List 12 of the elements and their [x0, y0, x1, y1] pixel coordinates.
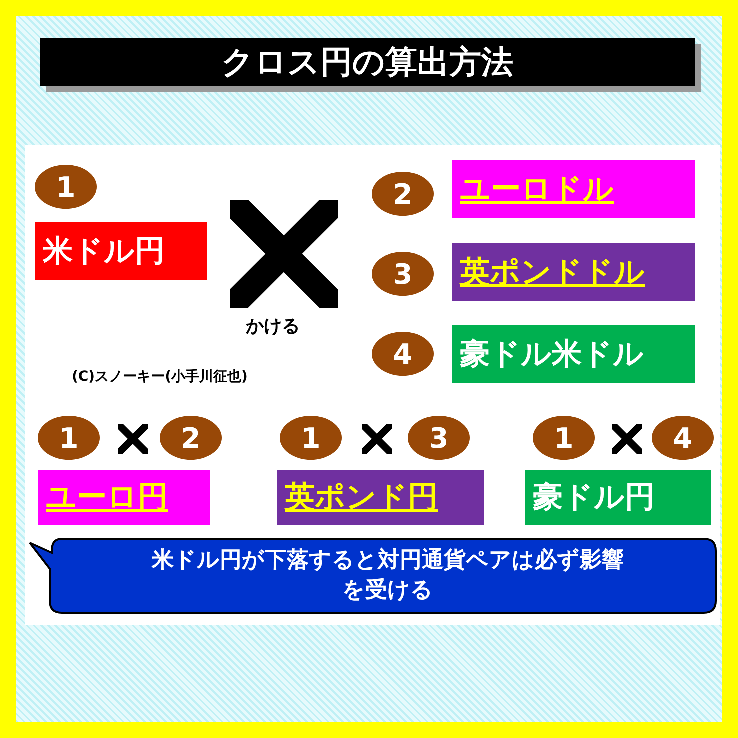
- currency-box: 豪ドル米ドル: [452, 325, 695, 383]
- title-banner: クロス円の算出方法: [40, 38, 695, 86]
- currency-box: 豪ドル円: [525, 470, 711, 525]
- currency-box: 英ポンド円: [277, 470, 484, 525]
- currency-box: 米ドル円: [35, 222, 207, 280]
- bubble-text: 米ドル円が下落すると対円通貨ペアは必ず影響を受ける: [150, 546, 625, 605]
- currency-box: 英ポンドドル: [452, 243, 695, 301]
- copyright-text: (C)スノーキー(小手川征也): [72, 368, 248, 386]
- currency-box: ユーロ円: [38, 470, 210, 525]
- speech-bubble: [28, 537, 718, 615]
- currency-box: ユーロドル: [452, 160, 695, 218]
- caption-text: かける: [246, 315, 300, 338]
